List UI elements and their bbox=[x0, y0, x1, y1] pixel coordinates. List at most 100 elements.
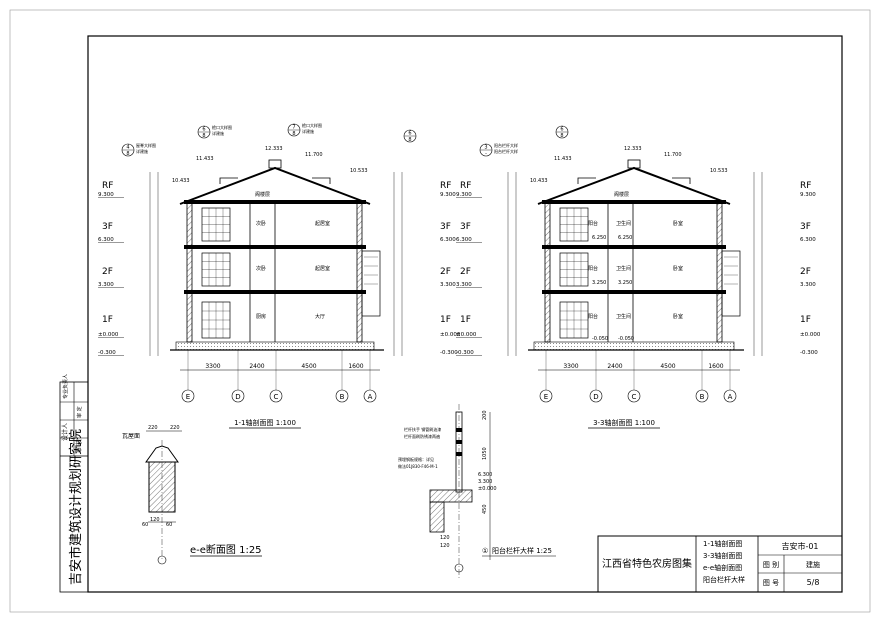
level-mark-right: 6.300 bbox=[440, 237, 456, 243]
room-label: 厨房 bbox=[256, 313, 266, 320]
ee-dim-5: 60 bbox=[166, 522, 172, 528]
callout-ref-top: 6 bbox=[408, 131, 411, 137]
callout-ref-bottom: 8 bbox=[202, 133, 205, 139]
room-label: 大厅 bbox=[315, 313, 325, 320]
gable-step-left bbox=[219, 177, 238, 184]
axis-label: D bbox=[235, 393, 240, 401]
category-value: 建施 bbox=[806, 560, 820, 569]
roof-line bbox=[537, 166, 731, 205]
collection-title: 江西省特色农房图集 bbox=[602, 557, 692, 570]
ridge-level: 11.433 bbox=[196, 156, 214, 162]
axis-bubble bbox=[723, 389, 737, 403]
axis-label: C bbox=[632, 393, 637, 401]
axis-label: D bbox=[593, 393, 598, 401]
room-label: 起居室 bbox=[315, 265, 330, 272]
railing-note-1: 栏杆扶手 钢管刷油漆 bbox=[404, 426, 441, 432]
callout-text: 阳台栏杆大样 bbox=[494, 148, 518, 154]
inner-level: -0.050 bbox=[592, 336, 608, 342]
sheet-label: 图 号 bbox=[763, 579, 779, 587]
callout-text: 阳台栏杆大样 bbox=[494, 142, 518, 148]
room-label: 卧室 bbox=[673, 265, 683, 272]
left-wall bbox=[544, 201, 551, 343]
callout-text: 檐口大样图 bbox=[302, 122, 322, 128]
axis-dim: 1600 bbox=[348, 363, 363, 370]
floor-label-right: 3F bbox=[800, 222, 811, 232]
level-mark-left: 6.300 bbox=[456, 237, 472, 243]
room-label: 阳台 bbox=[588, 265, 598, 272]
floor-label-right: 1F bbox=[800, 315, 811, 325]
level-mark-right: -0.300 bbox=[440, 350, 458, 356]
sig-extra-2: 审 定 bbox=[76, 406, 83, 418]
section-title: 1-1轴剖面图 1:100 bbox=[234, 418, 296, 427]
railing-dim-4: 120 bbox=[440, 535, 450, 541]
ridge-level: 11.700 bbox=[305, 152, 323, 158]
floor-slab bbox=[542, 200, 726, 204]
room-label: 卫生间 bbox=[616, 220, 631, 227]
railing-ref: ① bbox=[482, 547, 488, 555]
ridge-level: 10.433 bbox=[530, 178, 548, 184]
inner-level: 6.250 bbox=[592, 235, 606, 241]
axis-label: A bbox=[728, 393, 733, 401]
ground-slab bbox=[533, 341, 735, 351]
side-projection bbox=[361, 250, 381, 317]
room-label: 次卧 bbox=[256, 265, 266, 272]
floor-slab bbox=[542, 245, 726, 249]
callout-text: 详建施 bbox=[212, 130, 224, 136]
floor-label-right: RF bbox=[800, 181, 811, 191]
gable-step-right bbox=[672, 177, 691, 184]
callout-ref-top: 6 bbox=[560, 127, 563, 133]
ridge-level: 11.700 bbox=[664, 152, 682, 158]
axis-dim: 4500 bbox=[301, 363, 316, 370]
level-mark-right: ±0.000 bbox=[440, 332, 461, 338]
axis-label: E bbox=[186, 393, 190, 401]
sig-role-2: 审 核 bbox=[75, 439, 83, 453]
sheet-number: 5/8 bbox=[807, 578, 820, 587]
axis-bubble bbox=[181, 389, 195, 403]
room-label: 卧室 bbox=[673, 313, 683, 320]
room-label: 阳台 bbox=[588, 313, 598, 320]
ridge-cap bbox=[627, 159, 641, 169]
roof-line bbox=[179, 166, 371, 205]
inner-frame bbox=[87, 35, 843, 593]
railing-level-1: 6.300 bbox=[478, 472, 492, 478]
callout-ref-bottom: 8 bbox=[560, 133, 563, 139]
outer-frame bbox=[9, 9, 871, 613]
axis-label: C bbox=[274, 393, 279, 401]
axis-bubble bbox=[363, 389, 377, 403]
axis-label: E bbox=[544, 393, 548, 401]
axis-bubble bbox=[627, 389, 641, 403]
level-mark-right: 9.300 bbox=[440, 192, 456, 198]
inner-level: 6.250 bbox=[618, 235, 632, 241]
level-mark-right: ±0.000 bbox=[800, 332, 821, 338]
room-label: 卫生间 bbox=[616, 313, 631, 320]
drawing-name-4: 阳台栏杆大样 bbox=[703, 575, 745, 584]
callout-text: 檐口大样图 bbox=[212, 124, 232, 130]
callout-ref-bottom: 8 bbox=[126, 151, 129, 157]
room-label: 卧室 bbox=[673, 220, 683, 227]
axis-dim: 4500 bbox=[660, 363, 675, 370]
railing-dim-5: 120 bbox=[440, 543, 450, 549]
level-mark-right: 3.300 bbox=[440, 282, 456, 288]
callout-text: 详建施 bbox=[136, 148, 148, 154]
institute-name: 吉安市建筑设计规划研究院 bbox=[68, 429, 84, 585]
detail-ee: 瓦屋面 220 220 120 60 60 e-e断面图 1:25 bbox=[122, 425, 262, 565]
railing-title: 阳台栏杆大样 1:25 bbox=[492, 546, 552, 555]
right-wall bbox=[356, 201, 363, 343]
callout-ref-bottom: 8 bbox=[292, 131, 295, 137]
ridge-level: 10.533 bbox=[350, 168, 368, 174]
room-label: 阁楼层 bbox=[614, 191, 629, 198]
ee-title: e-e断面图 1:25 bbox=[190, 543, 262, 556]
axis-dim: 3300 bbox=[563, 363, 578, 370]
ridge-level: 12.333 bbox=[624, 146, 642, 152]
floor-slab bbox=[542, 290, 726, 294]
floor-label-left: 1F bbox=[460, 315, 471, 325]
gable-step-right bbox=[312, 177, 331, 184]
drawing-name-3: e-e轴剖面图 bbox=[703, 563, 742, 572]
room-label: 次卧 bbox=[256, 220, 266, 227]
axis-dim: 2400 bbox=[249, 363, 264, 370]
level-mark-left: ±0.000 bbox=[456, 332, 477, 338]
level-mark-left: 9.300 bbox=[456, 192, 472, 198]
